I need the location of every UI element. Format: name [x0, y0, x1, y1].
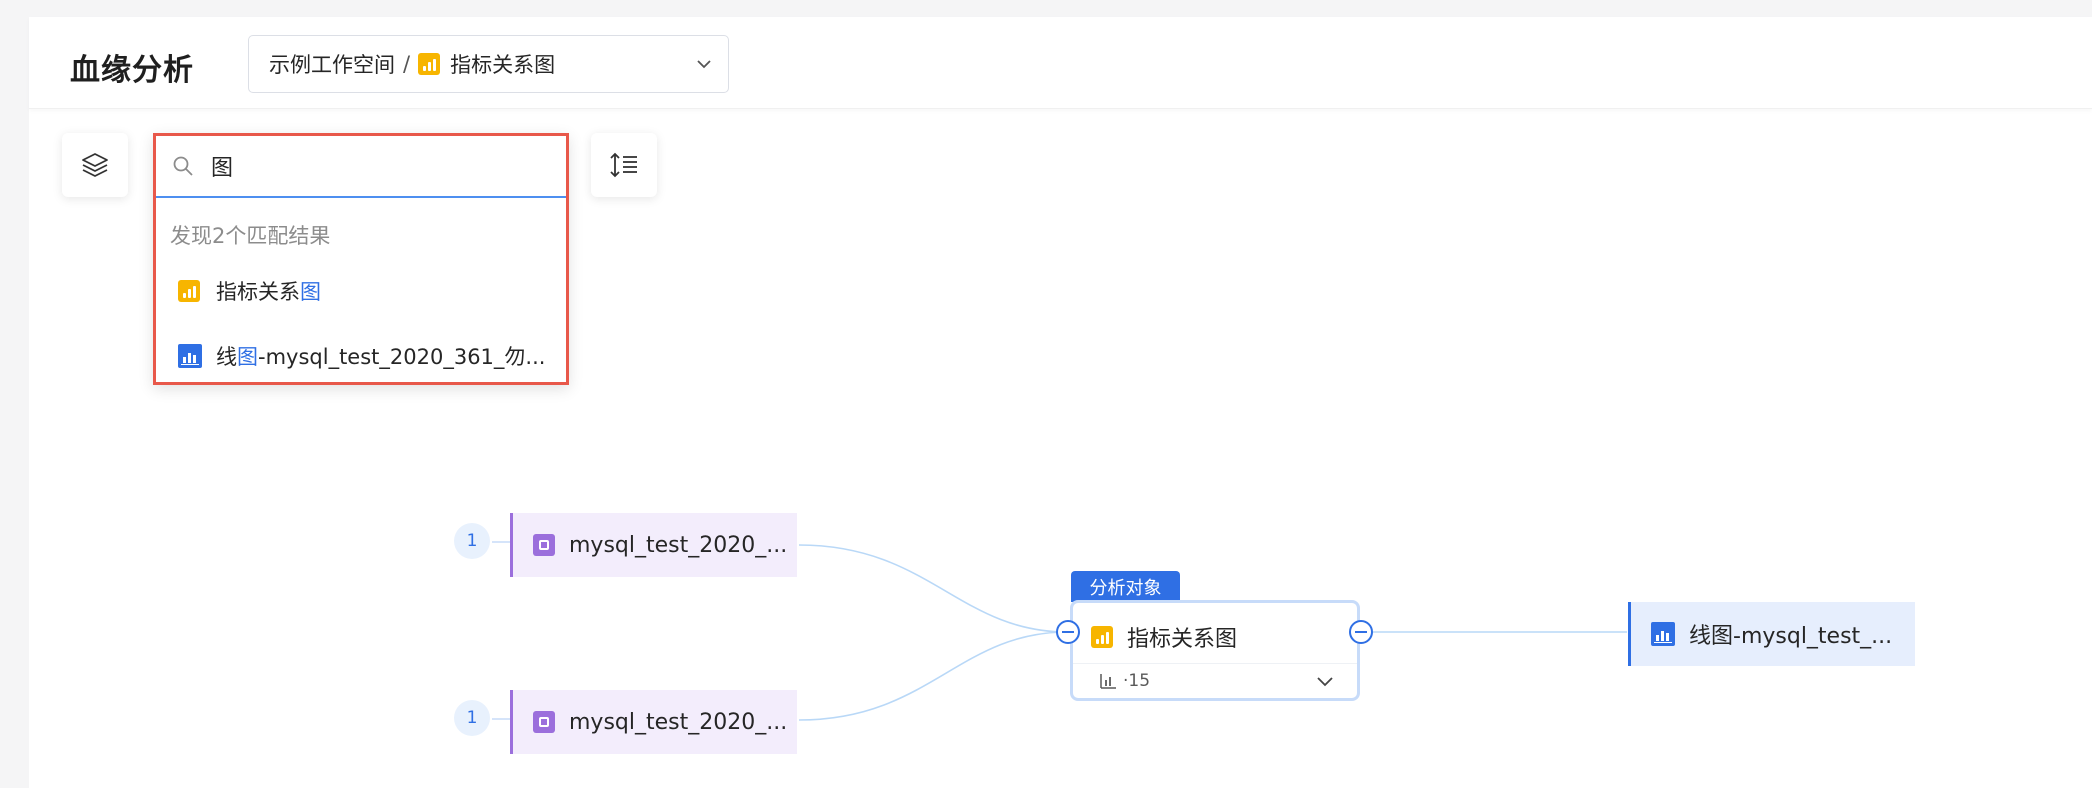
source-node[interactable]: mysql_test_2020_...	[510, 513, 797, 577]
sort-icon	[610, 152, 637, 178]
collapse-upstream-icon[interactable]	[1056, 620, 1080, 644]
collapse-downstream-icon[interactable]	[1349, 620, 1373, 644]
center-node-label: 指标关系图	[1127, 627, 1238, 652]
app-window: 血缘分析 示例工作空间 / 指标关系图 发现	[29, 17, 2092, 788]
source-node[interactable]: mysql_test_2020_...	[510, 690, 797, 754]
target-node[interactable]: 线图-mysql_test_...	[1628, 602, 1915, 666]
breadcrumb-separator: /	[403, 52, 411, 76]
upstream-count-badge[interactable]: 1	[454, 523, 490, 559]
match-highlight: 图	[300, 280, 321, 304]
current-item-name: 指标关系图	[450, 53, 556, 77]
center-node-footer[interactable]: ·15	[1073, 663, 1357, 698]
center-node[interactable]: 指标关系图 ·15	[1070, 600, 1360, 701]
chevron-down-icon	[697, 60, 711, 69]
source-node-label: mysql_test_2020_...	[569, 709, 788, 735]
field-count: ·15	[1123, 671, 1151, 691]
search-box[interactable]	[156, 136, 566, 198]
match-highlight: 图	[237, 345, 258, 369]
result-label: 线图-mysql_test_2020_361_勿...	[216, 345, 546, 369]
result-label: 指标关系图	[216, 280, 321, 304]
search-result-item[interactable]: 指标关系图	[156, 264, 566, 318]
workspace-name: 示例工作空间	[269, 53, 395, 77]
edge-source-1	[798, 544, 1068, 633]
page-title: 血缘分析	[70, 53, 194, 88]
line-chart-icon	[1651, 622, 1675, 646]
dataset-icon	[533, 534, 555, 556]
dataset-icon	[533, 711, 555, 733]
layers-button[interactable]	[62, 133, 128, 197]
sort-button[interactable]	[591, 133, 657, 197]
center-node-header: 指标关系图	[1091, 621, 1237, 653]
chart-icon	[178, 280, 200, 302]
top-header: 血缘分析 示例工作空间 / 指标关系图	[29, 17, 2092, 109]
search-panel: 发现2个匹配结果 指标关系图 线图-mysql_test_2020_361_勿.…	[153, 133, 569, 385]
analysis-object-tag: 分析对象	[1071, 571, 1180, 602]
bar-chart-icon	[1100, 674, 1116, 689]
line-chart-icon	[178, 344, 202, 368]
upstream-count-badge[interactable]: 1	[454, 700, 490, 736]
match-count-text: 发现2个匹配结果	[170, 224, 331, 248]
search-icon	[173, 156, 193, 176]
search-result-item[interactable]: 线图-mysql_test_2020_361_勿...	[156, 329, 566, 383]
workspace-select[interactable]: 示例工作空间 / 指标关系图	[248, 35, 729, 93]
target-node-label: 线图-mysql_test_...	[1689, 624, 1893, 649]
chevron-down-icon[interactable]	[1315, 672, 1335, 692]
chart-icon	[418, 53, 441, 75]
search-input[interactable]	[211, 153, 541, 179]
layers-icon	[82, 153, 108, 177]
source-node-label: mysql_test_2020_...	[569, 532, 788, 558]
chart-icon	[1091, 626, 1113, 648]
edge-source-2	[798, 631, 1068, 721]
